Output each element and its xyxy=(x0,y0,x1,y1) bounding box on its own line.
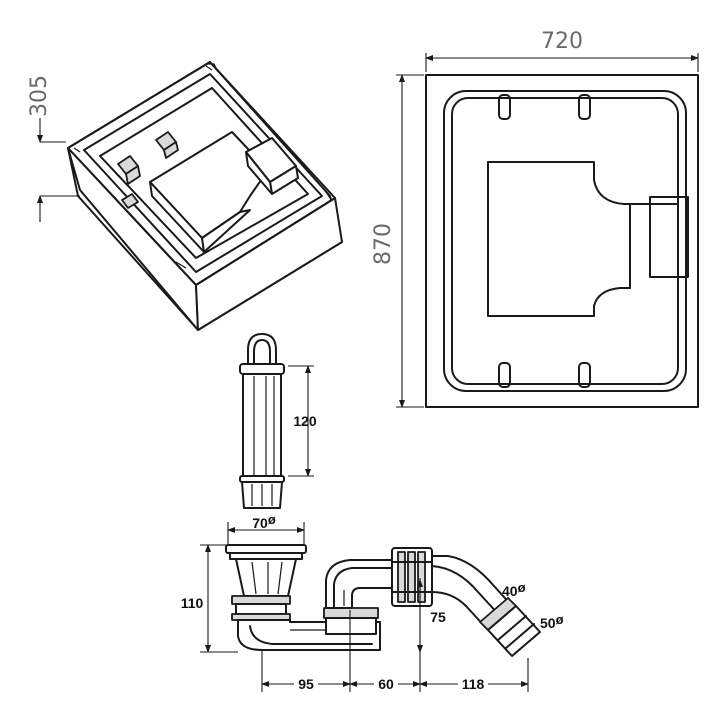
diameter-symbol: ø xyxy=(518,580,526,595)
diameter-symbol: ø xyxy=(268,512,276,527)
trap-height-label: 110 xyxy=(181,595,204,611)
iso-height-label: 305 xyxy=(27,75,52,117)
trap-diameter-70: 70ø xyxy=(227,512,305,544)
width-dimension-720: 720 xyxy=(425,29,699,72)
svg-text:50ø: 50ø xyxy=(540,612,564,631)
top-width-label: 720 xyxy=(541,29,583,54)
depth-dimension-870: 870 xyxy=(371,74,424,408)
offset-height-label: 75 xyxy=(430,609,446,625)
standpipe-dimension-120: 120 xyxy=(288,365,317,477)
horiz-dim-95: 95 xyxy=(298,676,314,692)
standpipe-height-label: 120 xyxy=(293,413,317,429)
outlet-diameter-label: 50 xyxy=(540,615,556,631)
isometric-tray-view xyxy=(67,61,343,331)
trap-top-diameter-label: 70 xyxy=(252,515,268,531)
height-dimension-305: 305 xyxy=(27,75,80,222)
offset-dimension-75: 75 xyxy=(417,578,446,653)
horiz-dim-118: 118 xyxy=(462,676,485,692)
diameter-symbol: ø xyxy=(556,612,564,627)
top-depth-label: 870 xyxy=(371,223,396,265)
horizontal-dimensions: 95 60 118 xyxy=(261,610,529,692)
overflow-standpipe xyxy=(239,333,285,509)
drain-trap-assembly xyxy=(225,544,541,657)
elbow-diameter-label: 40 xyxy=(502,583,518,599)
horiz-dim-60: 60 xyxy=(378,676,394,692)
trap-height-dimension-110: 110 xyxy=(181,544,238,653)
svg-text:40ø: 40ø xyxy=(502,580,526,599)
top-plan-view xyxy=(425,74,699,408)
elbow-diameter-40: 40ø xyxy=(502,580,526,599)
outlet-diameter-50: 50ø xyxy=(540,612,564,631)
svg-text:70ø: 70ø xyxy=(252,512,276,531)
